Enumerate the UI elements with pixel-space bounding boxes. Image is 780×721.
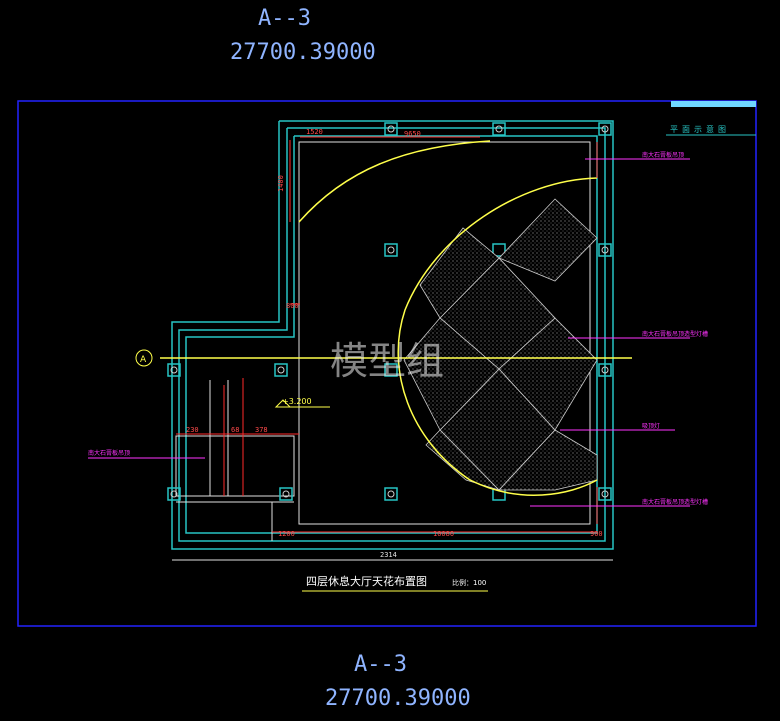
legend-title: 平面示意图 bbox=[670, 124, 730, 134]
dim-10080: 10080 bbox=[433, 530, 454, 538]
annotation-1: 南大石膏板吊顶 bbox=[642, 151, 684, 159]
dim-2314: 2314 bbox=[380, 551, 397, 559]
elevation-mark: +3.200 bbox=[274, 397, 330, 408]
ceiling-arcs bbox=[160, 140, 632, 496]
annotation-5: 南大石膏板吊顶 bbox=[88, 449, 130, 457]
axis-bubble bbox=[135, 349, 153, 367]
ceiling-boundary bbox=[298, 141, 591, 525]
column-marks bbox=[170, 125, 609, 498]
drawing-frame bbox=[17, 100, 757, 627]
dim-9650: 9650 bbox=[404, 130, 421, 138]
dimension-lines bbox=[176, 136, 598, 533]
annotation-labels: 南大石膏板吊顶 南大石膏板吊顶造型灯槽 吸顶灯 南大石膏板吊顶造型灯槽 南大石膏… bbox=[88, 151, 708, 506]
drawing-scale: 比例：100 bbox=[452, 578, 486, 587]
outer-walls bbox=[171, 120, 614, 550]
header-coords: 27700.39000 bbox=[230, 40, 376, 65]
drawing-title: 四层休息大厅天花布置图 bbox=[306, 574, 427, 588]
dim-1520: 1520 bbox=[306, 128, 323, 136]
annotation-2: 南大石膏板吊顶造型灯槽 bbox=[642, 330, 708, 338]
header-sheet-id: A--3 bbox=[258, 6, 311, 31]
footer-coords: 27700.39000 bbox=[325, 686, 471, 711]
footer-sheet-id: A--3 bbox=[354, 652, 407, 677]
dim-1400: 1400 bbox=[277, 175, 285, 192]
annotation-4: 南大石膏板吊顶造型灯槽 bbox=[642, 498, 708, 506]
elevation-label: +3.200 bbox=[282, 397, 312, 406]
left-room bbox=[175, 380, 295, 541]
columns bbox=[167, 122, 612, 501]
annotation-leaders bbox=[88, 158, 690, 507]
dim-230: 230 bbox=[186, 426, 199, 434]
ceiling-diamonds bbox=[403, 198, 598, 491]
dim-900: 900 bbox=[590, 530, 603, 538]
legend-bar bbox=[671, 101, 756, 107]
dim-378: 378 bbox=[255, 426, 268, 434]
watermark: 模型组 bbox=[330, 339, 444, 383]
dimension-labels: 1520 9650 1400 800 230 68 378 1200 10080… bbox=[186, 128, 603, 538]
annotation-3: 吸顶灯 bbox=[642, 422, 660, 430]
dim-1200: 1200 bbox=[278, 530, 295, 538]
axis-label: A bbox=[140, 355, 147, 365]
dim-68: 68 bbox=[231, 426, 239, 434]
dim-800: 800 bbox=[286, 302, 299, 310]
